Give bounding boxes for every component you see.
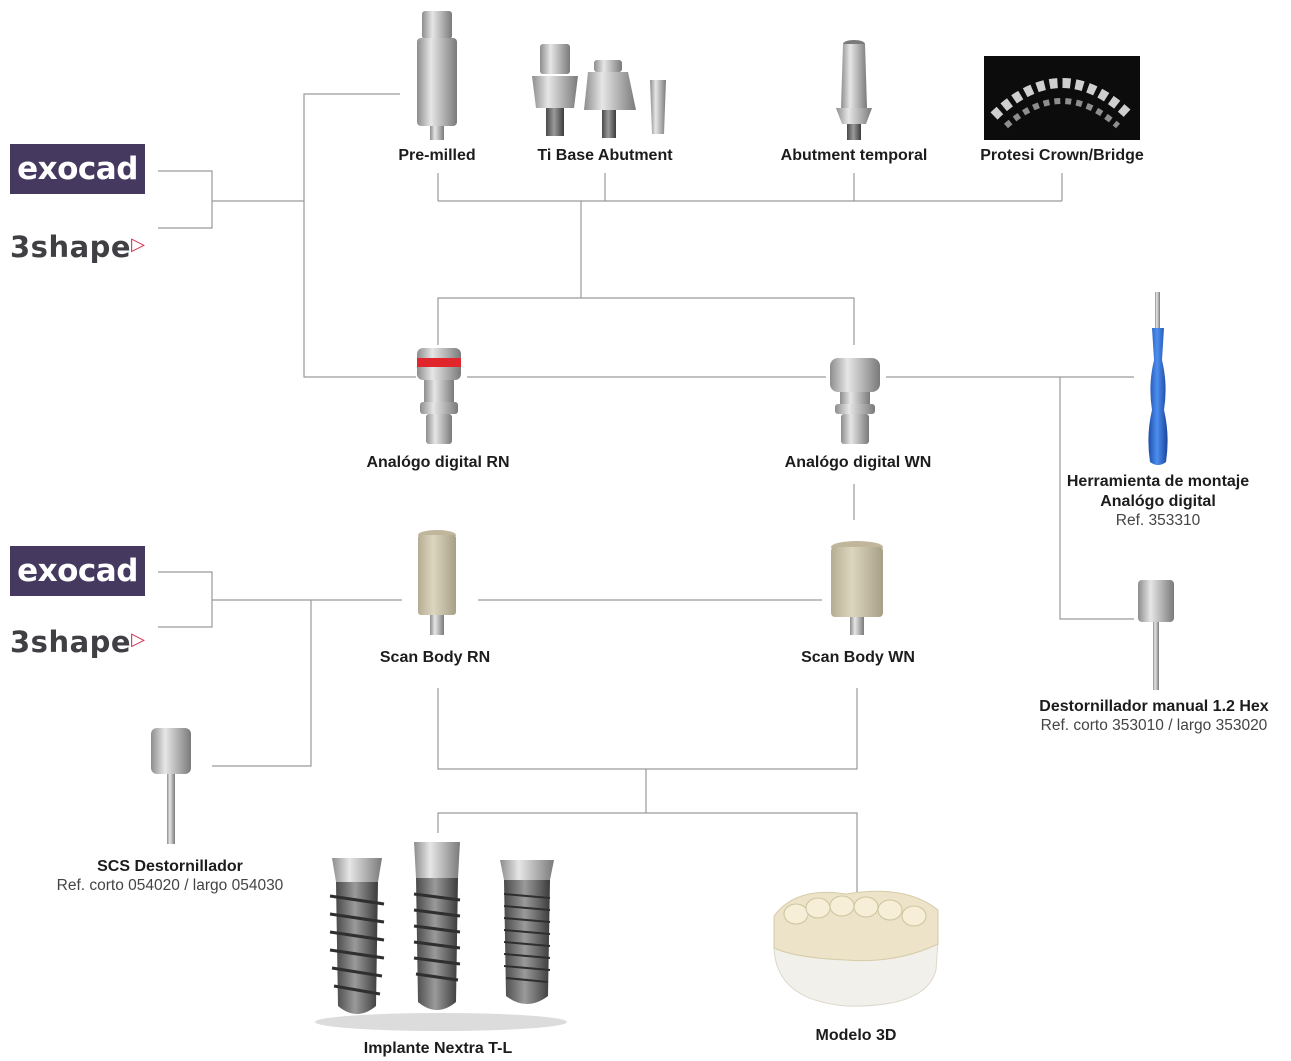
dental-model-icon bbox=[773, 890, 939, 1007]
screwdriver-label: Destornillador manual 1.2 Hex Ref. corto… bbox=[1022, 697, 1286, 735]
model-label: Modelo 3D bbox=[815, 1027, 897, 1044]
scan-wn-label: Scan Body WN bbox=[801, 649, 915, 666]
exocad-logo-top: exocad bbox=[10, 144, 145, 194]
mounting-tool-title-2: Analógo digital bbox=[1100, 493, 1216, 510]
scs-title: SCS Destornillador bbox=[97, 858, 243, 875]
connector-implant-model bbox=[437, 812, 858, 903]
analog-wn-label: Analógo digital WN bbox=[784, 454, 932, 471]
mounting-tool-title-1: Herramienta de montaje bbox=[1066, 473, 1250, 490]
connector-premilled-analog bbox=[303, 93, 416, 378]
analog-rn-label: Analógo digital RN bbox=[366, 454, 510, 471]
tibase-label: Ti Base Abutment bbox=[537, 147, 673, 164]
screwdriver-title: Destornillador manual 1.2 Hex bbox=[1039, 698, 1269, 715]
threeshape-triangle-icon: ▷ bbox=[131, 629, 146, 650]
implant-label: Implante Nextra T-L bbox=[363, 1040, 513, 1057]
screwdriver-ref: Ref. corto 353010 / largo 353020 bbox=[1040, 717, 1268, 734]
scan-body-rn-icon bbox=[418, 530, 456, 635]
protesi-label: Protesi Crown/Bridge bbox=[980, 147, 1144, 164]
mounting-tool-icon bbox=[1148, 292, 1168, 465]
digital-analog-wn-icon bbox=[830, 358, 880, 444]
digital-analog-rn-icon bbox=[417, 348, 461, 444]
scs-ref: Ref. corto 054020 / largo 054030 bbox=[56, 877, 284, 894]
threeshape-logo-text: 3shape bbox=[10, 230, 132, 264]
connector-analog-split bbox=[437, 297, 855, 345]
connector-software-bottom bbox=[158, 571, 213, 628]
connector-screwdriver bbox=[1059, 377, 1134, 620]
temporal-label: Abutment temporal bbox=[780, 147, 928, 164]
premilled-abutment-icon bbox=[417, 11, 457, 140]
threeshape-logo-top: 3shape▷ bbox=[10, 230, 145, 264]
mounting-tool-label: Herramienta de montaje Analógo digital R… bbox=[1058, 472, 1258, 530]
scan-body-wn-icon bbox=[831, 541, 883, 635]
threeshape-logo-bottom: 3shape▷ bbox=[10, 625, 145, 659]
mounting-tool-ref: Ref. 353310 bbox=[1115, 512, 1201, 529]
implant-icon bbox=[315, 842, 567, 1031]
premilled-label: Pre-milled bbox=[398, 147, 476, 164]
threeshape-logo-text: 3shape bbox=[10, 625, 132, 659]
threeshape-triangle-icon: ▷ bbox=[131, 234, 146, 255]
scs-screwdriver-icon bbox=[151, 728, 191, 844]
tibase-abutment-icon bbox=[532, 44, 666, 138]
scs-label: SCS Destornillador Ref. corto 054020 / l… bbox=[30, 857, 310, 895]
temporary-abutment-icon bbox=[836, 40, 872, 140]
connector-software-top bbox=[158, 170, 213, 229]
screwdriver-icon bbox=[1138, 580, 1174, 690]
crown-bridge-icon bbox=[984, 56, 1140, 140]
exocad-logo-bottom: exocad bbox=[10, 546, 145, 596]
connector-scs bbox=[212, 600, 312, 767]
scan-rn-label: Scan Body RN bbox=[379, 649, 491, 666]
connector-scan-bottom bbox=[437, 688, 858, 770]
